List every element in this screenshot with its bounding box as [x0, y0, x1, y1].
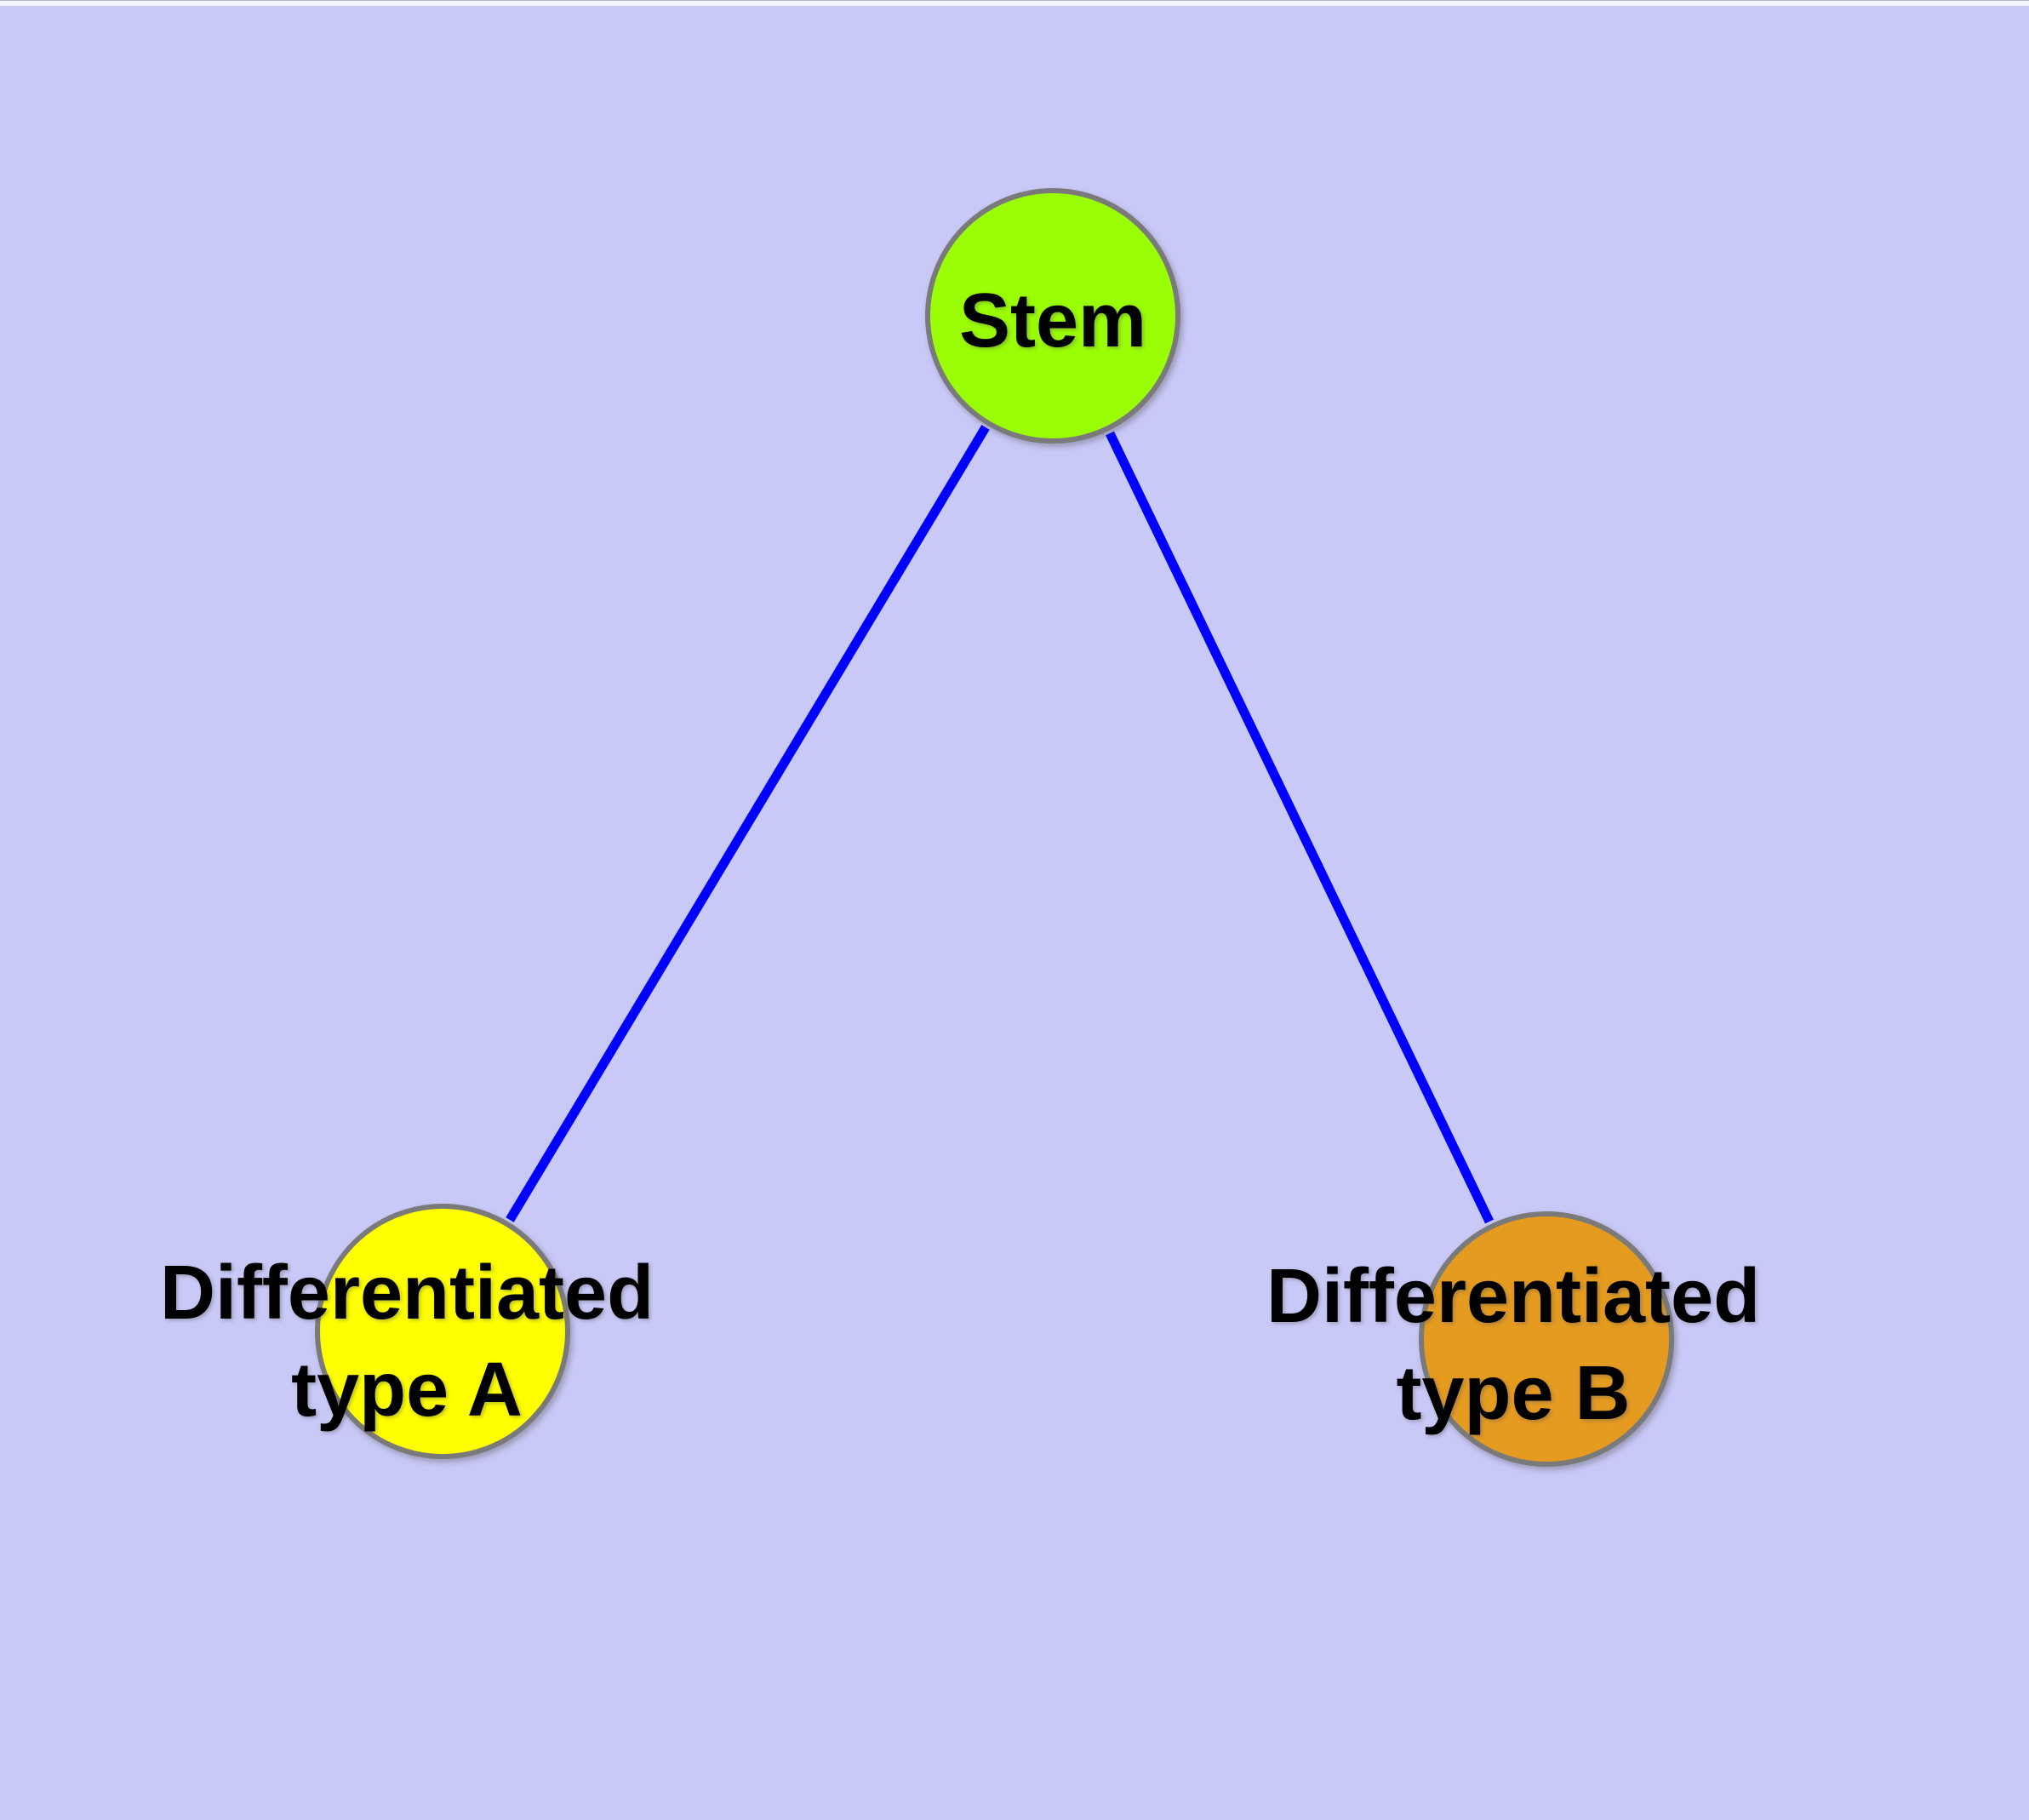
label-line: type B — [1396, 1351, 1631, 1436]
node-label-differentiated-type-b: Differentiated type B — [1266, 1248, 1760, 1442]
node-stem[interactable] — [925, 188, 1180, 444]
node-differentiated-type-a[interactable] — [315, 1204, 570, 1459]
node-differentiated-type-b[interactable] — [1419, 1211, 1674, 1467]
node-label-differentiated-type-a: Differentiated type A — [160, 1245, 654, 1439]
edge-stem-to-type-a — [506, 425, 990, 1222]
label-line: Differentiated — [159, 1251, 654, 1336]
edge-stem-to-type-b — [1106, 431, 1494, 1224]
label-line: Stem — [958, 278, 1147, 363]
label-line: Differentiated — [1266, 1254, 1761, 1339]
node-label-stem: Stem — [959, 272, 1146, 369]
window-top-edge — [0, 0, 2029, 6]
label-line: type A — [291, 1348, 523, 1433]
